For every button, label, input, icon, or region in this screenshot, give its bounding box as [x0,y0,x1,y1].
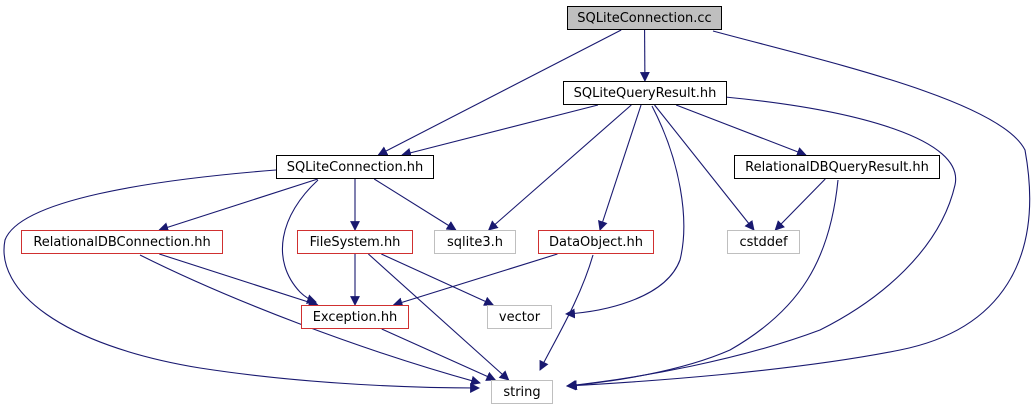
node-exception-hh[interactable]: Exception.hh [301,305,409,329]
edge-sqlite-query-result-hh-to-string [566,96,957,390]
node-sqlite-connection-hh[interactable]: SQLiteConnection.hh [276,155,434,179]
edge-sqlite-connection-cc-to-sqlite-connection-hh [377,29,622,156]
edge-data-object-hh-to-exception-hh [392,253,558,308]
node-sqlite-connection-cc[interactable]: SQLiteConnection.cc [567,6,722,30]
edge-sqlite-connection-cc-to-string [566,30,1031,391]
edge-sqlite-connection-hh-to-sqlite3-h [373,178,457,231]
edge-sqlite-query-result-hh-to-vector [565,105,685,319]
node-cstddef: cstddef [727,230,800,254]
edge-file-system-hh-to-vector [381,253,495,306]
edge-sqlite-connection-hh-to-string [3,169,480,393]
node-data-object-hh[interactable]: DataObject.hh [538,230,654,254]
edge-sqlite-query-result-hh-to-sqlite-connection-hh [401,104,599,158]
edge-sqlite-query-result-hh-to-data-object-hh [598,104,642,231]
node-relational-db-query-result-hh[interactable]: RelationalDBQueryResult.hh [734,155,940,179]
edge-sqlite-connection-hh-to-relational-db-connection-hh [158,178,318,232]
node-sqlite3-h: sqlite3.h [434,230,516,254]
node-sqlite-query-result-hh[interactable]: SQLiteQueryResult.hh [563,81,727,105]
edge-sqlite-query-result-hh-to-cstddef [654,104,755,231]
edge-file-system-hh-to-string [367,253,510,381]
node-vector: vector [487,305,552,329]
edge-relational-db-query-result-hh-to-cstddef [774,178,826,231]
edge-relational-db-connection-hh-to-string [139,254,481,386]
node-string: string [491,380,553,404]
edge-relational-db-query-result-hh-to-string [567,179,839,391]
node-file-system-hh[interactable]: FileSystem.hh [297,230,413,254]
edge-exception-hh-to-string [381,328,497,381]
edge-data-object-hh-to-string [539,254,594,371]
node-relational-db-connection-hh[interactable]: RelationalDBConnection.hh [21,230,223,254]
edge-sqlite-query-result-hh-to-relational-db-query-result-hh [675,104,807,157]
edge-sqlite-query-result-hh-to-sqlite3-h [487,104,632,231]
edge-relational-db-connection-hh-to-exception-hh [159,253,319,307]
